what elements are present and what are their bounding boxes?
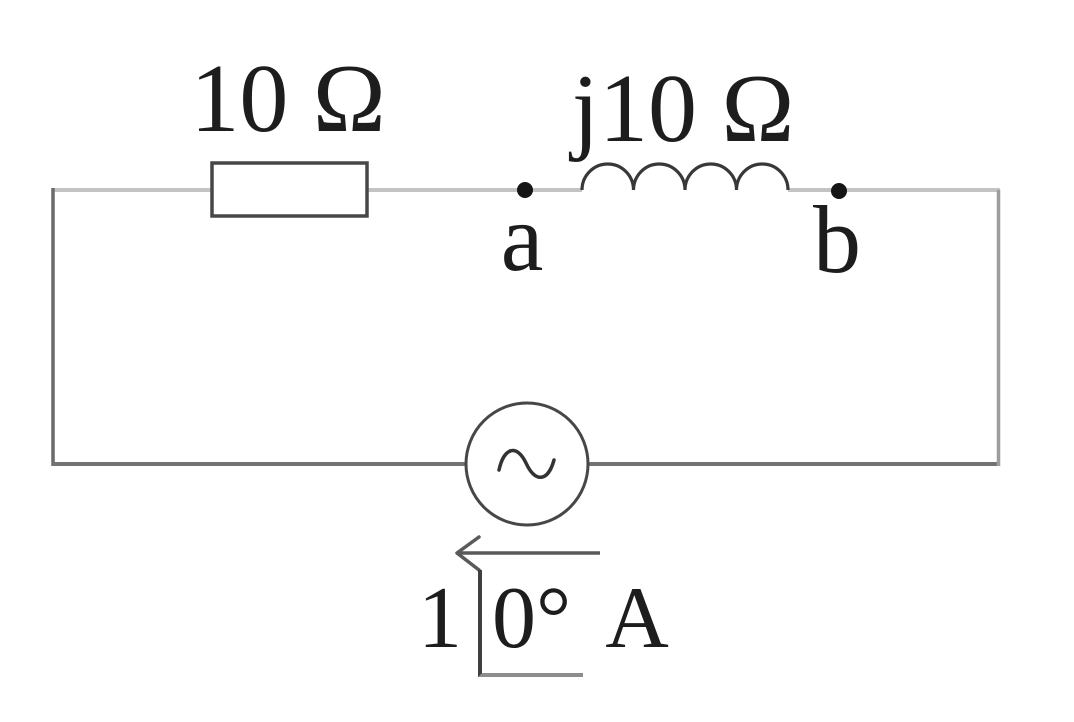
source-angle: 0° <box>478 570 584 677</box>
current-arrow-head <box>455 535 481 572</box>
sine-wave-icon <box>497 449 556 479</box>
resistor-label: 10 Ω <box>190 45 386 153</box>
inductor-label: j10 Ω <box>571 55 795 163</box>
node-a-label: a <box>500 184 544 291</box>
source-magnitude: 1 <box>418 570 462 667</box>
node-a-dot <box>517 182 533 198</box>
resistor-body <box>210 161 369 218</box>
node-b-dot <box>831 183 847 199</box>
inductor-coil <box>580 162 790 191</box>
source-unit: A <box>605 570 669 667</box>
node-b-label: b <box>813 186 861 293</box>
